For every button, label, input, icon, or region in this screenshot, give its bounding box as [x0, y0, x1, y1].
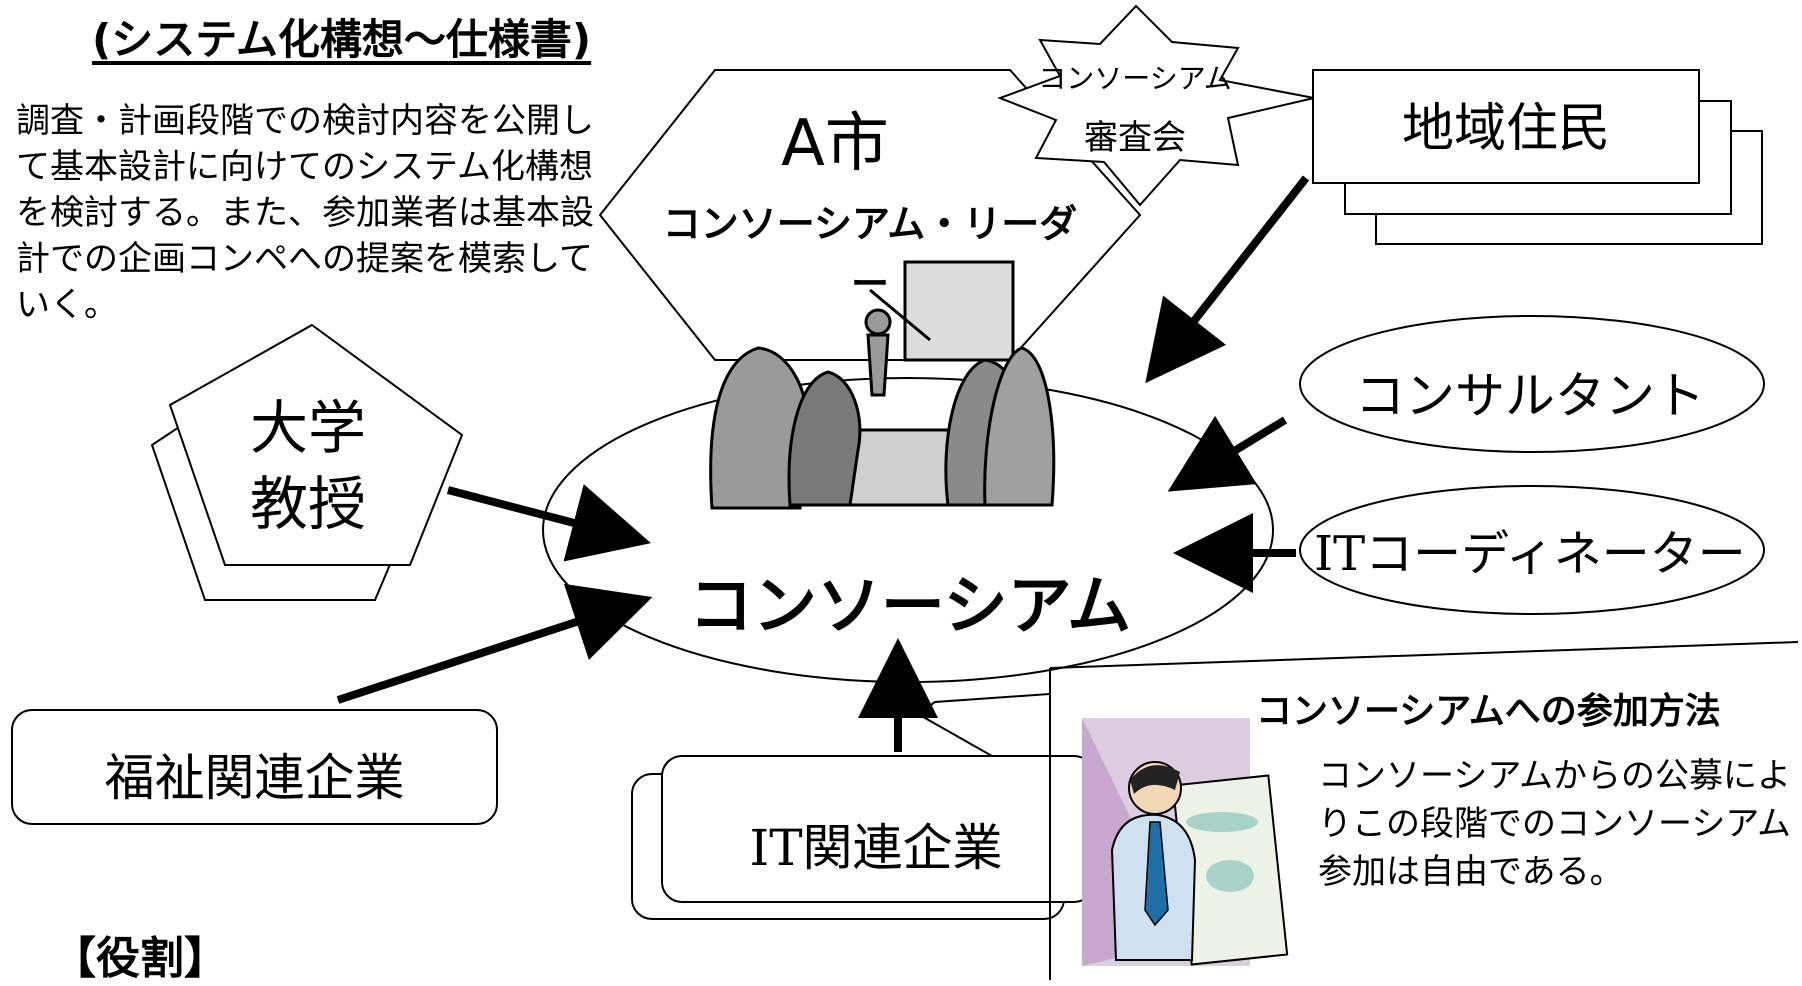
city-name-label: A市 [781, 107, 889, 181]
consultant-label: コンサルタント [1355, 367, 1705, 425]
arrow-welfare-to-consortium [336, 583, 653, 704]
intro-text: 調査・計画段階での検討内容を公開して基本設計に向けてのシステム化構想を検討する。… [16, 101, 594, 325]
arrow-consultant-to-consortium [1167, 415, 1288, 492]
review-board-label-line2: 審査会 [1084, 118, 1186, 158]
roles-heading: 【役割】 [52, 933, 228, 984]
participation-body: コンソーシアムからの公募によりこの段階でのコンソーシアム参加は自由である。 [1318, 756, 1791, 892]
consortium-leader-label: コンソーシアム・リーダー [662, 202, 1078, 306]
page-title: (システム化構想～仕様書) [92, 15, 592, 64]
it-coordinator-rest: コーディネーター [1365, 526, 1746, 582]
professor-pentagon [168, 323, 464, 566]
arrow-residents-to-consortium [1145, 175, 1310, 384]
professor-label: 大学教授 [249, 394, 366, 538]
it-companies-label: IT関連企業 [660, 808, 1092, 880]
meeting-clipart-icon [709, 260, 1056, 510]
it-companies-prefix: IT [749, 819, 803, 877]
it-coordinator-label: ITコーディネーター [1300, 514, 1760, 584]
presenter-clipart-icon [1082, 718, 1289, 966]
welfare-companies-label: 福祉関連企業 [104, 749, 405, 807]
it-coordinator-ellipse [1299, 485, 1765, 615]
it-coordinator-prefix: IT [1314, 526, 1366, 582]
it-companies-rest: 関連企業 [802, 819, 1003, 877]
residents-box [1312, 69, 1700, 184]
review-board-label-line1: コンソーシアム [1038, 62, 1232, 95]
review-board-star [997, 4, 1315, 207]
residents-label: 地域住民 [1401, 99, 1610, 159]
participation-title: コンソーシアムへの参加方法 [1256, 691, 1721, 732]
callout-line [1049, 641, 1799, 669]
consortium-label: コンソーシアム [688, 570, 1132, 644]
welfare-companies-box [11, 709, 498, 825]
consultant-ellipse [1299, 315, 1765, 453]
arrow-professor-to-consortium [446, 484, 651, 562]
